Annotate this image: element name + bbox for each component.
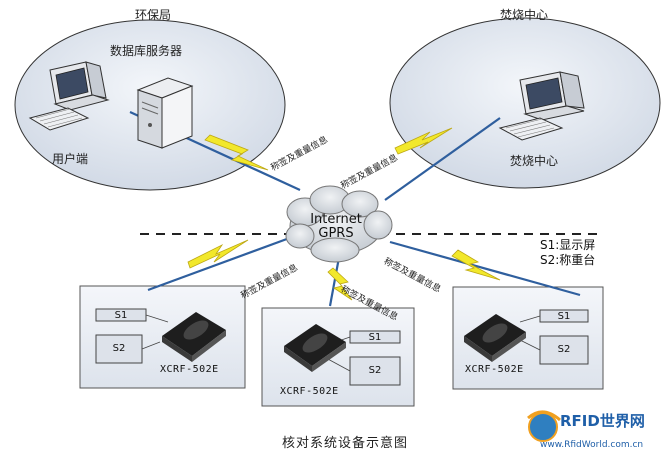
legend-s2: S2:称重台 — [540, 253, 596, 267]
lightning-bolt-right — [451, 249, 501, 281]
lightning-bolt-middle — [327, 267, 353, 301]
station-left-s2-label: S2 — [112, 343, 126, 354]
incineration-title: 焚烧中心 — [500, 8, 549, 22]
s2-panel-right — [539, 335, 589, 365]
legend-s1: S1:显示屏 — [540, 238, 596, 252]
station-left-s1-label: S1 — [114, 310, 128, 321]
station-middle-s2-label: S2 — [368, 365, 382, 376]
env-bureau-title: 环保局 — [135, 8, 172, 22]
station-left-model: XCRF-502E — [160, 364, 219, 375]
internet-cloud — [285, 185, 393, 263]
lightning-bolts — [187, 127, 501, 301]
rfid-reader-icon-left — [162, 312, 226, 362]
rfid-world-url: www.RfidWorld.com.cn — [540, 440, 644, 450]
computer-icon-incineration — [498, 71, 585, 141]
station-middle-model: XCRF-502E — [280, 386, 339, 397]
lightning-bolt-top-left — [204, 134, 269, 171]
network-internet-text: Internet — [310, 212, 362, 227]
station-middle-s1-label: S1 — [368, 332, 382, 343]
incineration-pc-label: 焚烧中心 — [510, 154, 559, 168]
rfid-world-brand: RFID世界网 — [560, 412, 645, 430]
lightning-bolt-top-right — [394, 127, 453, 155]
rfid-world-logo-icon — [527, 410, 561, 442]
network-label: Internet GPRS — [302, 213, 370, 241]
lightning-bolt-left — [187, 239, 249, 269]
rfid-reader-icon-right — [464, 314, 526, 362]
network-gprs-text: GPRS — [318, 226, 354, 241]
diagram-caption: 核对系统设备示意图 — [282, 436, 409, 451]
s2-panel-middle — [349, 356, 401, 386]
server-icon — [136, 77, 194, 149]
station-right-model: XCRF-502E — [465, 364, 524, 375]
db-server-label: 数据库服务器 — [110, 44, 183, 58]
station-right-s2-label: S2 — [557, 344, 571, 355]
user-terminal-label: 用户端 — [52, 152, 89, 166]
rfid-reader-icon-middle — [284, 324, 346, 372]
computer-icon-user — [28, 61, 110, 131]
legend: S1:显示屏 S2:称重台 — [540, 238, 595, 268]
station-right-s1-label: S1 — [557, 311, 571, 322]
